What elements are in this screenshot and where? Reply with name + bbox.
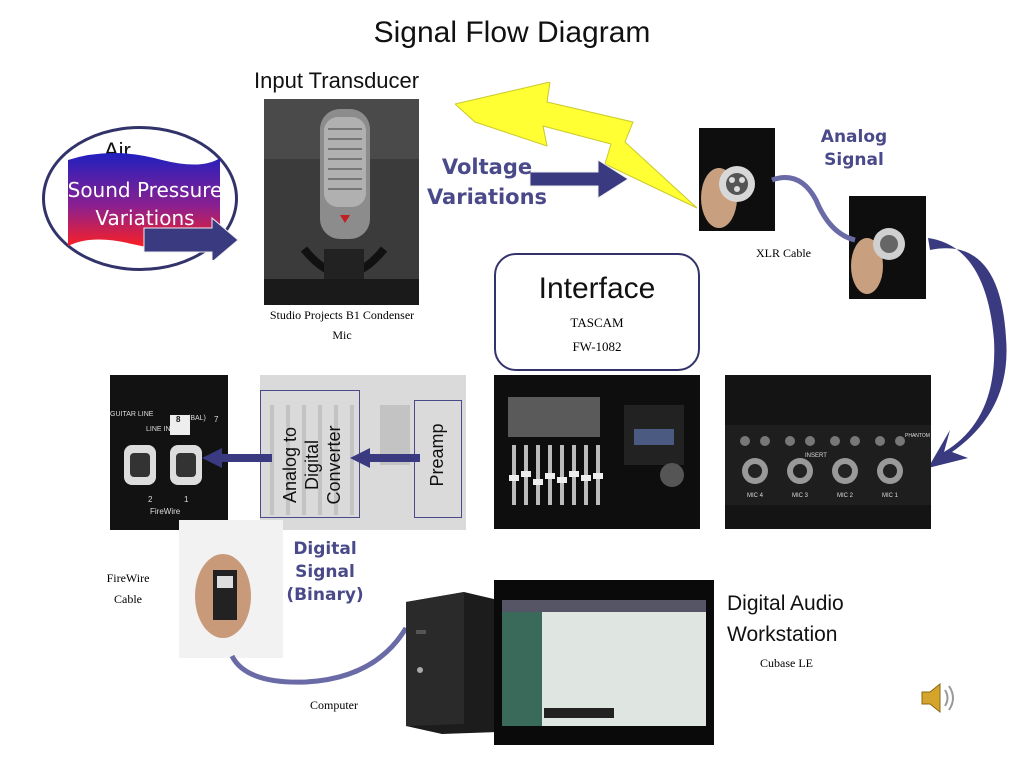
adc-label: Analog to Digital Converter xyxy=(279,405,345,525)
interface-box xyxy=(494,253,700,371)
adc-line3: Converter xyxy=(324,425,344,505)
sound-pressure-text: Sound Pressure Variations xyxy=(60,176,230,232)
firewire-line1: FireWire xyxy=(106,571,150,585)
rear-panel-photo: MIC 4 MIC 3 MIC 2 MIC 1 INSERT PHANTOM xyxy=(725,375,931,529)
daw-line2: Workstation xyxy=(727,623,838,646)
firewire-cable-line xyxy=(229,626,409,685)
voltage-line1: Voltage xyxy=(441,155,533,179)
firewire-caption: FireWire Cable xyxy=(96,568,160,610)
fw-seven: 7 xyxy=(214,415,219,424)
digital-signal-line3: (Binary) xyxy=(286,585,364,605)
fw-guitar-line: GUITAR LINE xyxy=(110,411,154,418)
analog-signal-label: Analog Signal xyxy=(808,126,900,172)
xlr-male-photo xyxy=(849,196,926,299)
voltage-arrow-icon xyxy=(529,159,629,199)
voltage-variations-label: Voltage Variations xyxy=(420,152,554,212)
interface-line1: TASCAM xyxy=(570,315,624,330)
microphone-photo xyxy=(264,99,419,305)
page-title: Signal Flow Diagram xyxy=(373,16,651,49)
voltage-line2: Variations xyxy=(426,185,548,209)
fw-bal: (BAL) xyxy=(188,415,206,422)
microphone-icon xyxy=(264,99,419,305)
speaker-icon[interactable] xyxy=(918,680,958,716)
rear-panel-phantom: PHANTOM xyxy=(905,433,930,439)
sound-pressure-line2: Variations xyxy=(95,206,195,230)
lightning-bolt-icon xyxy=(455,82,698,209)
analog-signal-line1: Analog xyxy=(820,127,888,147)
arrow-to-adc-icon xyxy=(350,448,420,468)
mic-caption-line2: Mic xyxy=(332,328,352,342)
interface-mixer-photo xyxy=(494,375,700,529)
fw-two: 2 xyxy=(148,495,153,504)
adc-line1: Analog to xyxy=(280,426,300,504)
digital-signal-line2: Signal xyxy=(295,562,355,582)
fw-one: 1 xyxy=(184,495,189,504)
firewire-panel-photo: GUITAR LINE LINE IN 8 (BAL) 7 2 1 FireWi… xyxy=(110,375,228,530)
rear-panel-mic3: MIC 3 xyxy=(792,493,809,499)
cubase-caption: Cubase LE xyxy=(760,656,813,670)
air-oval xyxy=(42,126,238,271)
interface-title: Interface xyxy=(538,272,656,305)
rear-panel-mic4: MIC 4 xyxy=(747,493,764,499)
fw-label: FireWire xyxy=(150,507,181,516)
firewire-line2: Cable xyxy=(114,592,142,606)
sound-pressure-line1: Sound Pressure xyxy=(67,178,223,202)
rear-panel-insert: INSERT xyxy=(805,453,827,459)
input-transducer-label: Input Transducer xyxy=(254,68,420,93)
daw-monitor-photo xyxy=(494,580,714,745)
computer-caption: Computer xyxy=(310,698,358,712)
digital-signal-line1: Digital xyxy=(293,539,357,559)
xlr-cable-caption: XLR Cable xyxy=(756,246,811,260)
arrow-to-firewire-icon xyxy=(202,448,272,468)
fw-line-in: LINE IN xyxy=(146,426,171,433)
analog-signal-line2: Signal xyxy=(824,150,884,170)
xlr-female-photo xyxy=(699,128,775,231)
xlr-cable-line xyxy=(771,175,856,243)
preamp-label: Preamp xyxy=(427,423,447,487)
digital-signal-label: Digital Signal (Binary) xyxy=(280,538,370,607)
daw-line1: Digital Audio xyxy=(727,592,844,615)
mic-caption-line1: Studio Projects B1 Condenser xyxy=(269,308,415,322)
fw-eight: 8 xyxy=(176,415,181,424)
mic-caption: Studio Projects B1 Condenser Mic xyxy=(250,305,434,345)
rear-panel-mic2: MIC 2 xyxy=(837,493,854,499)
adc-line2: Digital xyxy=(302,439,322,491)
curved-arrow-icon xyxy=(928,238,1007,468)
rear-panel-mic1: MIC 1 xyxy=(882,493,899,499)
daw-label: Digital Audio Workstation xyxy=(727,588,844,650)
computer-tower-icon xyxy=(406,592,498,734)
sound-pressure-flag xyxy=(68,153,239,260)
interface-line2: FW-1082 xyxy=(572,339,622,354)
firewire-plug-photo xyxy=(179,520,283,658)
